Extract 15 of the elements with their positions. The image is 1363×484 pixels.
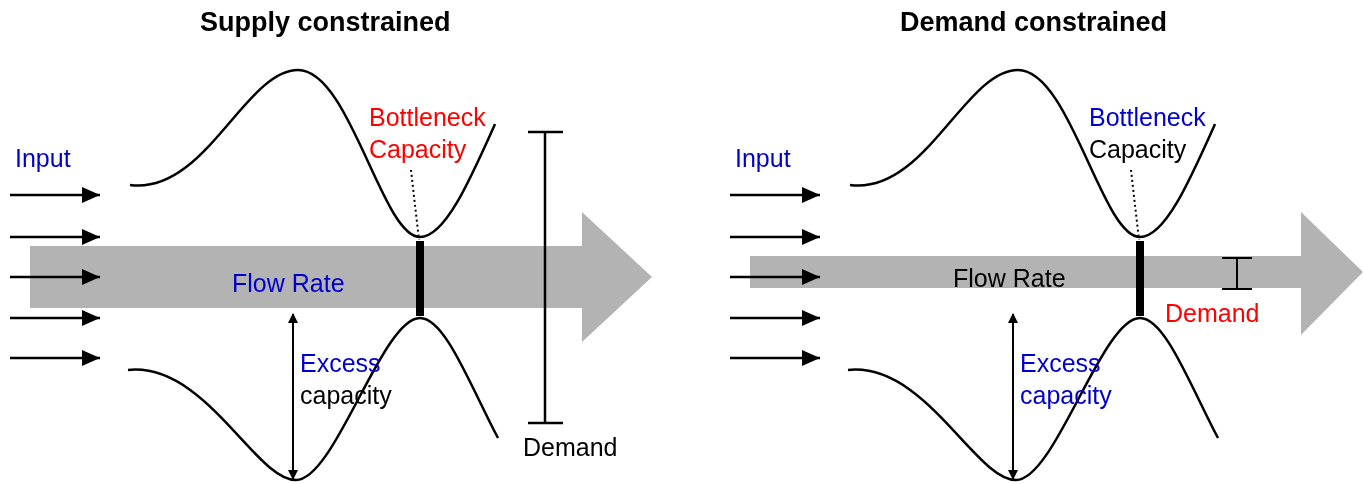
callout-label: Capacity <box>1089 134 1188 165</box>
flow-rate-label: Flow Rate <box>232 268 345 299</box>
callout-label: Bottleneck Capacity <box>369 101 519 165</box>
input-label: Input <box>735 143 791 174</box>
demand-label: Demand <box>523 432 618 463</box>
callout-label: Bottleneck <box>1089 102 1206 133</box>
panel-title: Supply constrained <box>200 6 451 38</box>
demand-label: Demand <box>1165 298 1260 329</box>
flow-rate-label: Flow Rate <box>953 263 1066 294</box>
bottleneck-bar <box>416 241 424 316</box>
panel-title: Demand constrained <box>900 6 1168 38</box>
bottleneck-bar <box>1136 241 1144 316</box>
input-label: Input <box>15 143 71 174</box>
leader-line <box>1130 169 1140 241</box>
leader-line <box>410 169 420 241</box>
